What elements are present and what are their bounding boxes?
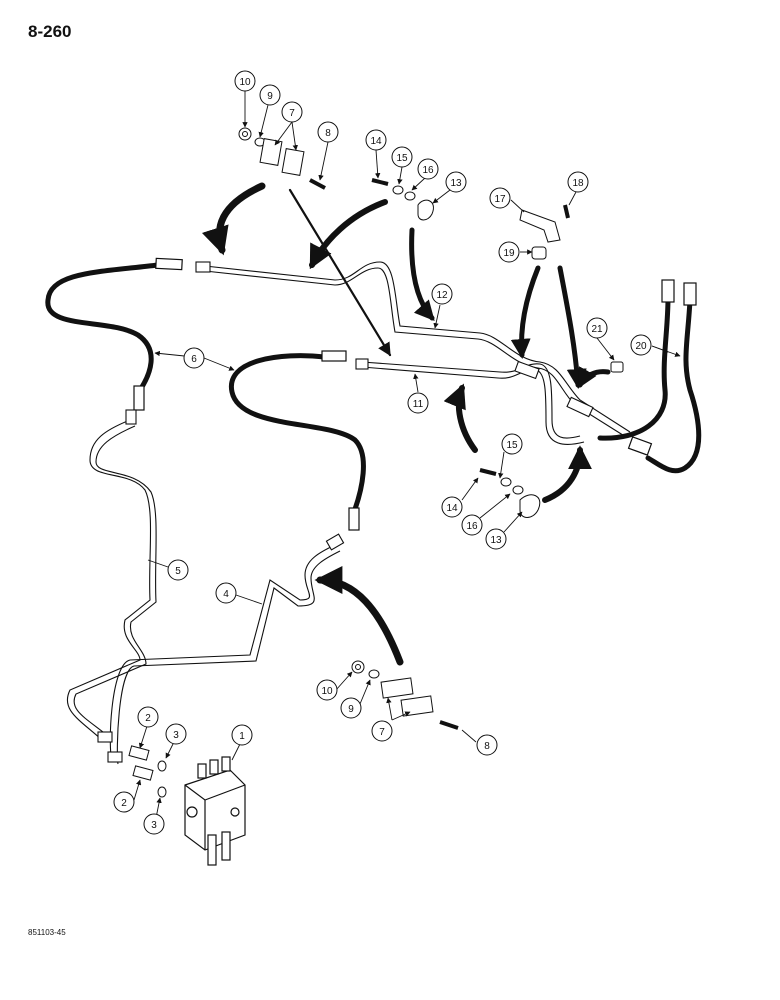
svg-text:11: 11 — [413, 399, 424, 410]
svg-text:16: 16 — [466, 521, 478, 532]
svg-text:4: 4 — [223, 589, 229, 600]
control-valve — [184, 756, 246, 866]
hose-6-left — [45, 262, 161, 393]
callout-19: 19 — [498, 241, 520, 263]
callout-12: 12 — [431, 283, 453, 305]
callout-2-lower: 2 — [113, 791, 135, 813]
hose-6-right — [229, 353, 366, 515]
svg-text:13: 13 — [490, 535, 502, 546]
callout-16-lower: 16 — [461, 514, 483, 536]
svg-text:17: 17 — [494, 194, 506, 205]
svg-text:7: 7 — [289, 108, 295, 119]
callout-7: 7 — [281, 101, 303, 123]
hose-20-a — [597, 295, 671, 441]
hoses — [45, 262, 702, 515]
callout-16: 16 — [417, 158, 439, 180]
adapters-and-orings — [128, 745, 167, 798]
callout-7-lower: 7 — [371, 720, 393, 742]
callout-10: 10 — [234, 70, 256, 92]
callout-10-lower: 10 — [316, 679, 338, 701]
hardware — [238, 127, 624, 730]
svg-text:9: 9 — [348, 704, 354, 715]
svg-text:5: 5 — [175, 566, 181, 577]
svg-text:1: 1 — [239, 731, 245, 742]
tube-fittings — [97, 261, 594, 763]
svg-text:16: 16 — [422, 165, 434, 176]
callout-8: 8 — [317, 121, 339, 143]
callout-5: 5 — [167, 559, 189, 581]
hose-fittings — [133, 257, 697, 531]
svg-text:8: 8 — [325, 128, 331, 139]
tube-5 — [66, 419, 152, 741]
svg-text:21: 21 — [591, 324, 603, 335]
callout-1: 1 — [231, 724, 253, 746]
callout-6: 6 — [183, 347, 205, 369]
tube-11 — [361, 361, 581, 439]
callout-4: 4 — [215, 582, 237, 604]
svg-text:13: 13 — [450, 178, 462, 189]
svg-text:14: 14 — [370, 136, 382, 147]
svg-text:9: 9 — [267, 91, 273, 102]
callout-9: 9 — [259, 84, 281, 106]
svg-text:18: 18 — [572, 178, 584, 189]
callout-14: 14 — [365, 129, 387, 151]
svg-text:10: 10 — [321, 686, 333, 697]
callout-9-lower: 9 — [340, 697, 362, 719]
tube-12 — [204, 261, 631, 433]
hose-20-b — [645, 297, 702, 474]
callout-3: 3 — [165, 723, 187, 745]
callout-17: 17 — [489, 187, 511, 209]
svg-text:10: 10 — [239, 77, 251, 88]
svg-text:8: 8 — [484, 741, 490, 752]
svg-text:12: 12 — [436, 290, 448, 301]
callout-15-lower: 15 — [501, 433, 523, 455]
svg-text:19: 19 — [503, 248, 515, 259]
callout-3-lower: 3 — [143, 813, 165, 835]
callout-13: 13 — [445, 171, 467, 193]
svg-text:2: 2 — [145, 713, 151, 724]
callout-11: 11 — [407, 392, 429, 414]
callouts: 10 9 7 8 14 15 16 13 17 18 19 12 21 20 6… — [113, 70, 652, 835]
callout-15: 15 — [391, 146, 413, 168]
svg-text:15: 15 — [396, 153, 408, 164]
callout-20: 20 — [630, 334, 652, 356]
svg-text:6: 6 — [191, 354, 197, 365]
svg-text:14: 14 — [446, 503, 458, 514]
svg-text:7: 7 — [379, 727, 385, 738]
tubes — [66, 261, 631, 765]
callout-18: 18 — [567, 171, 589, 193]
callout-8-lower: 8 — [476, 734, 498, 756]
svg-text:15: 15 — [506, 440, 518, 451]
assembly-arrows — [201, 182, 611, 666]
svg-text:3: 3 — [151, 820, 157, 831]
svg-text:20: 20 — [635, 341, 647, 352]
callout-2: 2 — [137, 706, 159, 728]
callout-21: 21 — [586, 317, 608, 339]
callout-13-lower: 13 — [485, 528, 507, 550]
callout-14-lower: 14 — [441, 496, 463, 518]
figure-code: 851103-45 — [28, 928, 66, 937]
svg-text:2: 2 — [121, 798, 127, 809]
page-number: 8-260 — [28, 22, 72, 41]
svg-text:3: 3 — [173, 730, 179, 741]
tube-4 — [109, 544, 336, 761]
